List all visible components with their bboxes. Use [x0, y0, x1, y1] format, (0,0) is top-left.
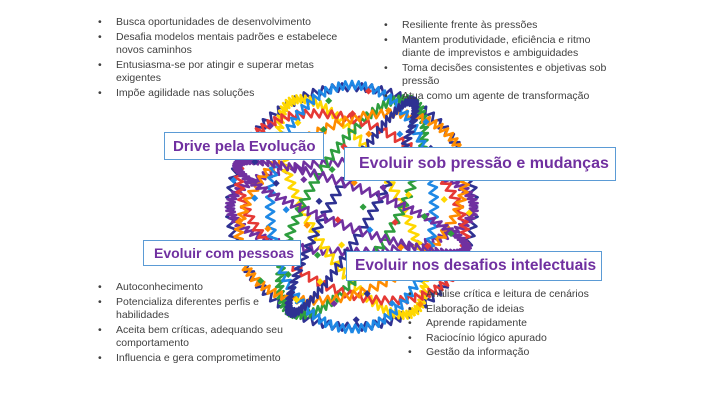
sphere-hub — [359, 203, 367, 211]
sphere-hub — [384, 106, 393, 115]
sphere-hub — [352, 316, 360, 324]
sphere-hub — [440, 195, 448, 204]
pressure-bullet-list: Resiliente frente às pressões Mantem pro… — [380, 19, 620, 105]
pressure-bullet-item: Toma decisões consistentes e objetivas s… — [380, 62, 620, 89]
sphere-hub — [272, 179, 280, 187]
sphere-hub — [363, 290, 371, 298]
sphere-hub — [282, 206, 290, 214]
sphere-hub — [236, 217, 244, 225]
intellectual-title: Evoluir nos desafios intelectuais — [355, 257, 597, 274]
sphere-hub — [388, 299, 396, 307]
sphere-hub — [334, 216, 342, 224]
people-bullet-item: Potencializa diferentes perfis e habilid… — [94, 296, 294, 323]
sphere-hub — [447, 230, 455, 238]
sphere-hub — [348, 110, 357, 118]
sphere-hub — [300, 176, 308, 184]
sphere-hub — [404, 191, 413, 199]
sphere-hub — [315, 197, 323, 205]
sphere-hub — [396, 130, 404, 138]
sphere-hub — [264, 225, 272, 233]
sphere-hub — [303, 221, 311, 229]
intellectual-bullet-list: Análise crítica e leitura de cenários El… — [404, 288, 644, 361]
sphere-hub — [365, 130, 373, 138]
sphere-hub — [294, 119, 302, 127]
sphere-hub — [366, 226, 374, 234]
pressure-bullet-item: Mantem produtividade, eficiência e ritmo… — [380, 34, 620, 61]
intellectual-bullet-item: Raciocínio lógico apurado — [404, 332, 644, 346]
pressure-title: Evoluir sob pressão e mudanças — [359, 155, 609, 172]
drive-bullet-item: Entusiasma-se por atingir e superar meta… — [94, 59, 354, 86]
sphere-hub — [313, 251, 322, 259]
sphere-hub — [251, 194, 259, 202]
sphere-hub — [319, 125, 328, 134]
people-bullet-item: Influencia e gera comprometimento — [94, 352, 294, 366]
intellectual-bullet-item: Elaboração de ideias — [404, 303, 644, 317]
sphere-hub — [316, 278, 324, 286]
sphere-hub — [422, 118, 430, 126]
drive-title-box: Drive pela Evolução — [164, 132, 324, 160]
sphere-hub — [379, 184, 387, 192]
people-title: Evoluir com pessoas — [154, 245, 295, 261]
intellectual-bullet-item: Análise crítica e leitura de cenários — [404, 288, 644, 302]
sphere-hub — [338, 241, 346, 249]
drive-title: Drive pela Evolução — [173, 137, 316, 155]
sphere-hub — [420, 212, 428, 221]
drive-bullet-item: Desafia modelos mentais padrões e estabe… — [94, 31, 354, 58]
intellectual-bullet-item: Gestão da informação — [404, 346, 644, 360]
drive-bullet-item: Busca oportunidades de desenvolvimento — [94, 16, 354, 30]
drive-bullet-item: Impõe agilidade nas soluções — [94, 87, 354, 101]
sphere-hub — [391, 218, 399, 226]
sphere-hub — [364, 87, 373, 95]
pressure-bullet-item: Resiliente frente às pressões — [380, 19, 620, 33]
sphere-hub — [284, 270, 292, 279]
sphere-hub — [330, 300, 338, 308]
sphere-ring — [233, 108, 471, 306]
sphere-hub — [328, 165, 336, 174]
intellectual-title-box: Evoluir nos desafios intelectuais — [346, 251, 602, 281]
sphere-hub — [465, 209, 473, 217]
drive-bullet-list: Busca oportunidades de desenvolvimento D… — [94, 16, 354, 102]
people-title-box: Evoluir com pessoas — [143, 240, 301, 266]
sphere-ring — [232, 157, 472, 257]
sphere-hub — [424, 242, 432, 250]
sphere-hub — [266, 122, 274, 130]
people-bullet-item: Autoconhecimento — [94, 281, 294, 295]
pressure-title-box: Evoluir sob pressão e mudanças — [344, 147, 616, 181]
sphere-hub — [251, 158, 259, 166]
people-bullet-list: Autoconhecimento Potencializa diferentes… — [94, 281, 294, 367]
sphere-hub — [230, 176, 238, 184]
people-bullet-item: Aceita bem críticas, adequando seu compo… — [94, 324, 294, 351]
pressure-bullet-item: Atua como um agente de transformação — [380, 90, 620, 104]
sphere-hub — [293, 296, 301, 304]
intellectual-bullet-item: Aprende rapidamente — [404, 317, 644, 331]
sphere-hub — [397, 243, 405, 251]
